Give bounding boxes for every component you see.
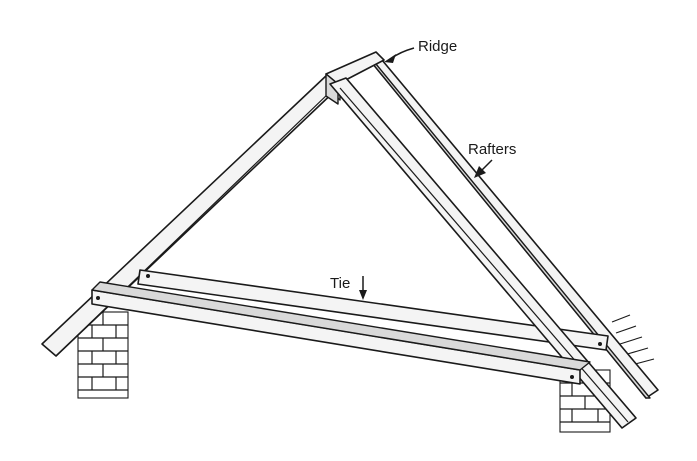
rafter-right-front (329, 77, 637, 429)
left-brick-wall (77, 291, 153, 399)
ridge-label: Ridge (418, 38, 457, 55)
tie-front (91, 281, 591, 385)
rafters-label: Rafters (468, 141, 516, 158)
ridge-callout: Ridge (384, 38, 457, 63)
tie-back (137, 269, 609, 351)
tie-label: Tie (330, 275, 350, 292)
tie-callout: Tie (330, 275, 367, 300)
rafters-callout: Rafters (468, 141, 516, 178)
